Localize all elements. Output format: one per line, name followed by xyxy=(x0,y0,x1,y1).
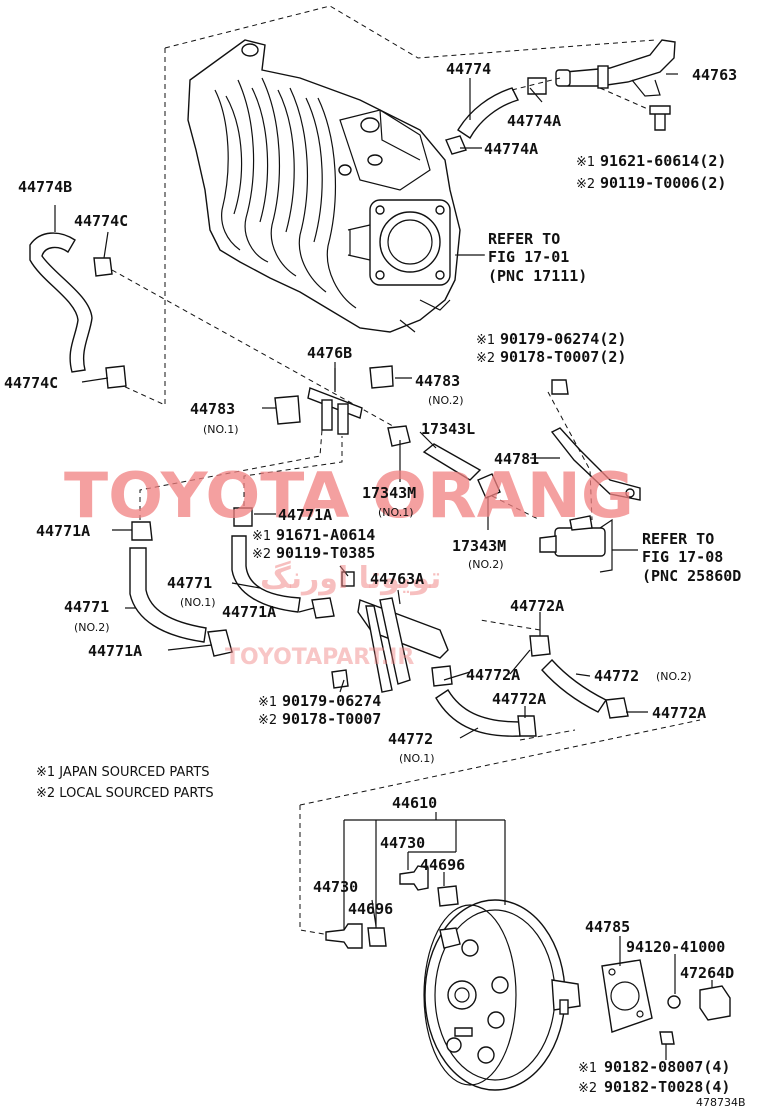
brake-booster-illustration xyxy=(423,899,581,1091)
callout-nut2-local: 90178-T0007 xyxy=(282,710,381,728)
callout-bolt2-local: 90182-T0028(4) xyxy=(604,1078,730,1096)
callout-44772a-mid-left: 44772A xyxy=(466,666,520,684)
callout-44774c-bottom: 44774C xyxy=(4,374,58,392)
callout-44783-no1: 44783 xyxy=(190,400,235,418)
callout-44771-no1: 44771 xyxy=(167,574,212,592)
ref2-line2: FIG 17-08 xyxy=(642,548,723,566)
connector-4476b-illustration xyxy=(274,365,569,447)
booster-leader-dashed xyxy=(299,719,701,936)
callout-44785: 44785 xyxy=(585,918,630,936)
callout-47264d: 47264D xyxy=(680,964,734,982)
clevis-47264d-illustration xyxy=(659,985,731,1045)
callout-44783-no2-sub: (NO.2) xyxy=(428,394,464,407)
callout-44772a-top: 44772A xyxy=(510,597,564,615)
ref2-line1: REFER TO xyxy=(642,530,714,548)
hose-44774-illustration xyxy=(445,77,561,155)
ref1-line2: FIG 17-01 xyxy=(488,248,569,266)
callout-4476b: 4476B xyxy=(307,344,352,362)
callout-44774c-top: 44774C xyxy=(74,212,128,230)
callout-44771a-bottom: 44771A xyxy=(88,642,142,660)
callout-17343m-no2: 17343M xyxy=(452,537,506,555)
ref2-line3: (PNC 25860D xyxy=(642,567,741,585)
callout-bolt2-japan: 90182-08007(4) xyxy=(604,1058,730,1076)
marker-japan: ※1 xyxy=(258,695,277,710)
callout-screw-japan: 91671-A0614 xyxy=(276,526,375,544)
ref1-line1: REFER TO xyxy=(488,230,560,248)
callout-94120: 94120-41000 xyxy=(626,938,725,956)
callout-17343m-no1: 17343M xyxy=(362,484,416,502)
callout-nut-local: 90178-T0007(2) xyxy=(500,348,626,366)
callout-nut2-japan: 90179-06274 xyxy=(282,692,381,710)
manifold-dashed-boundary xyxy=(109,5,656,406)
marker-local: ※2 xyxy=(258,713,277,728)
callout-44772-no2-sub: (NO.2) xyxy=(656,670,692,683)
callout-44730-upper: 44730 xyxy=(380,834,425,852)
callout-44763a: 44763A xyxy=(370,570,424,588)
marker-japan: ※1 xyxy=(578,1061,597,1076)
hose-44772-illustration xyxy=(431,619,629,737)
figure-id: 478734B xyxy=(696,1096,746,1109)
hose-44774b-illustration xyxy=(29,232,401,431)
callout-44610: 44610 xyxy=(392,794,437,812)
callout-44771-no2-sub: (NO.2) xyxy=(74,621,110,634)
watermark-site: TOYOTAPART.IR xyxy=(225,645,414,670)
legend-local: ※2 LOCAL SOURCED PARTS xyxy=(36,786,214,801)
legend-japan: ※1 JAPAN SOURCED PARTS xyxy=(36,765,210,780)
marker-local: ※2 xyxy=(476,351,495,366)
callout-17343m-no1-sub: (NO.1) xyxy=(378,506,414,519)
leader-lines xyxy=(54,73,713,1060)
callout-44774a-top: 44774A xyxy=(507,112,561,130)
callout-screw-local: 90119-T0385 xyxy=(276,544,375,562)
callout-44772-no1-sub: (NO.1) xyxy=(399,752,435,765)
callout-44774: 44774 xyxy=(446,60,491,78)
callout-44763: 44763 xyxy=(692,66,737,84)
vsv-bracket-illustration xyxy=(422,391,641,573)
callout-44772a-mid-right: 44772A xyxy=(492,690,546,708)
bracket-44763a-illustration xyxy=(331,571,449,693)
callout-44783-no1-sub: (NO.1) xyxy=(203,423,239,436)
callout-44772-no2: 44772 xyxy=(594,667,639,685)
callout-44781: 44781 xyxy=(494,450,539,468)
callout-44696-lower: 44696 xyxy=(348,900,393,918)
callout-44771a-left: 44771A xyxy=(36,522,90,540)
callout-bolt-japan: 91621-60614(2) xyxy=(600,152,726,170)
hose-44771-illustration xyxy=(129,429,343,657)
callout-nut-japan: 90179-06274(2) xyxy=(500,330,626,348)
callout-44730-lower: 44730 xyxy=(313,878,358,896)
callout-44774b: 44774B xyxy=(18,178,72,196)
gasket-44785-illustration xyxy=(601,959,653,1033)
callout-44771a-mid: 44771A xyxy=(222,603,276,621)
callout-44771a-center: 44771A xyxy=(278,506,332,524)
intake-manifold-illustration xyxy=(187,39,461,333)
callout-44771-no1-sub: (NO.1) xyxy=(180,596,216,609)
callout-44771-no2: 44771 xyxy=(64,598,109,616)
callout-17343m-no2-sub: (NO.2) xyxy=(468,558,504,571)
callout-44783-no2: 44783 xyxy=(415,372,460,390)
watermark-main: TOYOTA ORANG xyxy=(64,459,634,532)
callout-44772-no1: 44772 xyxy=(388,730,433,748)
marker-local: ※2 xyxy=(578,1081,597,1096)
callout-44696-upper: 44696 xyxy=(420,856,465,874)
callout-bolt-local: 90119-T0006(2) xyxy=(600,174,726,192)
callout-44774a-mid: 44774A xyxy=(484,140,538,158)
marker-japan: ※1 xyxy=(476,333,495,348)
tube-44763-illustration xyxy=(555,39,676,131)
marker-local: ※2 xyxy=(252,547,271,562)
check-valve-44730-illustration xyxy=(325,865,459,949)
ref1-line3: (PNC 17111) xyxy=(488,267,587,285)
marker-japan: ※1 xyxy=(576,155,595,170)
callout-44772a-right: 44772A xyxy=(652,704,706,722)
watermark-persian: تویوتا اورنگ xyxy=(260,560,441,596)
marker-japan: ※1 xyxy=(252,529,271,544)
callout-17343l: 17343L xyxy=(421,420,475,438)
marker-local: ※2 xyxy=(576,177,595,192)
